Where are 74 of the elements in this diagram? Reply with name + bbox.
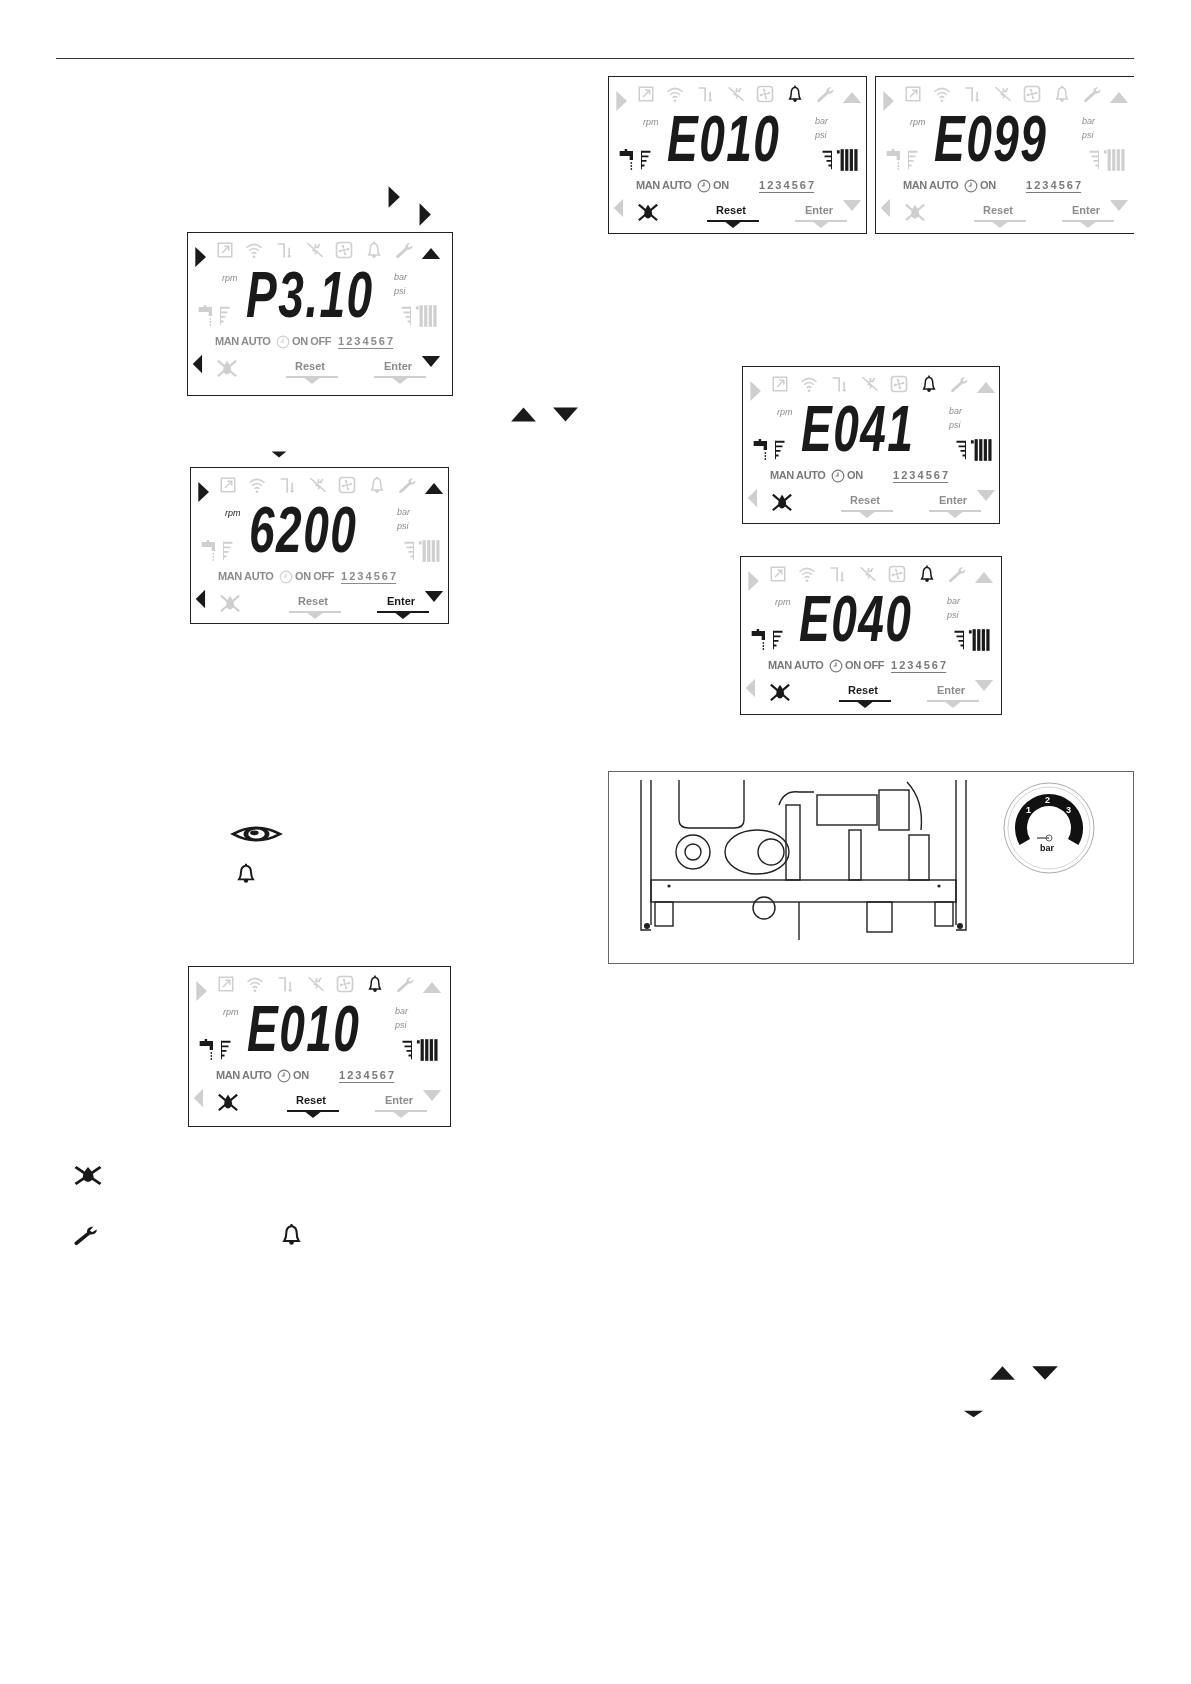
unit-label: psi: [1082, 131, 1094, 140]
unit-label: bar: [947, 597, 960, 606]
mode-label: ON: [980, 180, 996, 191]
lcd-display: [740, 556, 1002, 715]
unit-label: bar: [1082, 117, 1095, 126]
unit-label: bar: [397, 508, 410, 517]
digit-readout: E041: [801, 397, 915, 461]
unit-label: rpm: [223, 1008, 239, 1017]
unit-label: psi: [397, 522, 409, 531]
unit-label: rpm: [777, 408, 793, 417]
unit-label: bar: [395, 1007, 408, 1016]
unit-label: rpm: [225, 509, 241, 518]
softkey-label: Enter: [939, 495, 968, 506]
mode-label: MAN AUTO: [216, 1070, 272, 1081]
softkey-label: Enter: [385, 1095, 414, 1106]
mode-label: ON: [293, 1070, 309, 1081]
unit-label: rpm: [775, 598, 791, 607]
unit-label: bar: [394, 273, 407, 282]
lcd-display: [875, 76, 1134, 234]
softkey-label: Reset: [295, 361, 325, 372]
softkey-label: Reset: [298, 596, 328, 607]
unit-label: rpm: [910, 118, 926, 127]
gauge-scale-label: 1: [1026, 806, 1031, 815]
day-numbers: 1 2 3 4 5 6 7: [893, 470, 949, 481]
mode-label: MAN AUTO: [215, 336, 271, 347]
day-numbers: 1 2 3 4 5 6 7: [338, 336, 394, 347]
softkey-label: Reset: [983, 205, 1013, 216]
mode-label: ON OFF: [845, 660, 885, 671]
gauge-scale-label: 2: [1045, 796, 1050, 805]
unit-label: bar: [949, 407, 962, 416]
day-numbers: 1 2 3 4 5 6 7: [339, 1070, 395, 1081]
day-numbers: 1 2 3 4 5 6 7: [759, 180, 815, 191]
softkey-label: Enter: [387, 596, 416, 607]
mode-label: ON OFF: [292, 336, 332, 347]
digit-readout: E010: [247, 997, 361, 1061]
unit-label: psi: [947, 611, 959, 620]
digit-readout: P3.10: [246, 263, 374, 327]
digit-readout: E099: [934, 107, 1048, 171]
softkey-label: Enter: [1072, 205, 1101, 216]
mode-label: MAN AUTO: [903, 180, 959, 191]
mode-label: MAN AUTO: [636, 180, 692, 191]
softkey-label: Enter: [384, 361, 413, 372]
softkey-label: Reset: [296, 1095, 326, 1106]
mode-label: ON OFF: [295, 571, 335, 582]
unit-label: psi: [815, 131, 827, 140]
lcd-display: [187, 232, 453, 396]
mode-label: MAN AUTO: [218, 571, 274, 582]
digit-readout: E010: [667, 107, 781, 171]
unit-label: rpm: [643, 118, 659, 127]
unit-label: psi: [395, 1021, 407, 1030]
unit-label: rpm: [222, 274, 238, 283]
day-numbers: 1 2 3 4 5 6 7: [341, 571, 397, 582]
gauge-scale-label: 3: [1066, 806, 1071, 815]
unit-label: psi: [394, 287, 406, 296]
lcd-display: [608, 76, 867, 234]
unit-label: psi: [949, 421, 961, 430]
day-numbers: 1 2 3 4 5 6 7: [1026, 180, 1082, 191]
day-numbers: 1 2 3 4 5 6 7: [891, 660, 947, 671]
unit-label: bar: [815, 117, 828, 126]
gauge-scale-label: bar: [1040, 844, 1054, 853]
digit-readout: 6200: [249, 498, 358, 562]
lcd-display: [190, 467, 449, 624]
digit-readout: E040: [799, 587, 913, 651]
lcd-display: [742, 366, 1000, 524]
mode-label: MAN AUTO: [770, 470, 826, 481]
mode-label: ON: [847, 470, 863, 481]
softkey-label: Reset: [848, 685, 878, 696]
softkey-label: Reset: [850, 495, 880, 506]
softkey-label: Reset: [716, 205, 746, 216]
softkey-label: Enter: [937, 685, 966, 696]
mode-label: ON: [713, 180, 729, 191]
softkey-label: Enter: [805, 205, 834, 216]
lcd-display: [188, 966, 451, 1127]
mode-label: MAN AUTO: [768, 660, 824, 671]
